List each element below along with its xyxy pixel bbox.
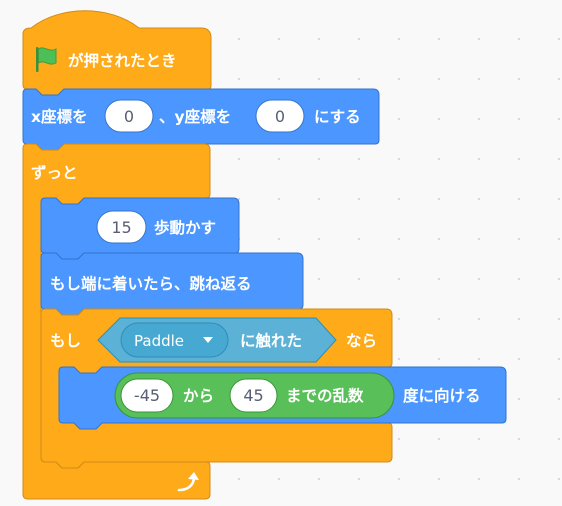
- random-to-input[interactable]: [229, 378, 278, 413]
- y-value-text: 0: [275, 107, 285, 126]
- random-from-text: -45: [134, 386, 160, 405]
- point-label: 度に向ける: [403, 386, 481, 405]
- loop-arrow-icon: [177, 472, 199, 492]
- chevron-down-icon: [203, 337, 213, 343]
- y-value-input[interactable]: [255, 99, 305, 133]
- hat-label: が押されたとき: [68, 51, 177, 70]
- bounce-block[interactable]: もし端に着いたら、跳ね返る: [40, 252, 304, 316]
- move-label: 歩動かす: [154, 218, 216, 237]
- pick-random-block[interactable]: -45 から 45 までの乱数: [114, 372, 395, 419]
- steps-input[interactable]: [96, 210, 147, 244]
- random-to-label: までの乱数: [286, 386, 364, 405]
- random-to-text: 45: [243, 386, 263, 405]
- bounce-label: もし端に着いたら、跳ね返る: [50, 274, 252, 293]
- touching-target-text: Paddle: [134, 332, 184, 350]
- move-steps-block[interactable]: 15 歩動かす: [40, 197, 240, 260]
- go-to-end-label: にする: [314, 108, 361, 126]
- point-in-direction-block[interactable]: -45 から 45 までの乱数 度に向ける: [58, 366, 507, 430]
- x-value-text: 0: [124, 107, 134, 126]
- hat-block-shape: [22, 10, 212, 96]
- if-label: もし: [50, 332, 81, 350]
- go-to-xy-block[interactable]: x座標を 0 、y座標を 0 にする: [22, 88, 380, 151]
- if-then-block[interactable]: もし Paddle に触れた なら: [40, 308, 393, 469]
- touching-label: に触れた: [240, 331, 302, 350]
- touching-sensing-block[interactable]: Paddle に触れた: [97, 317, 337, 363]
- random-from-input[interactable]: [120, 378, 174, 413]
- random-from-label: から: [183, 387, 214, 405]
- steps-value-text: 15: [111, 218, 131, 237]
- x-value-input[interactable]: [104, 99, 154, 133]
- go-to-x-label: x座標を: [31, 107, 88, 126]
- then-label: なら: [346, 332, 377, 350]
- touching-target-dropdown[interactable]: [120, 322, 229, 358]
- when-flag-clicked-block[interactable]: が押されたとき: [22, 10, 212, 96]
- go-to-y-label: 、y座標を: [159, 107, 231, 126]
- green-flag-icon: [36, 47, 57, 72]
- forever-label: ずっと: [31, 163, 78, 182]
